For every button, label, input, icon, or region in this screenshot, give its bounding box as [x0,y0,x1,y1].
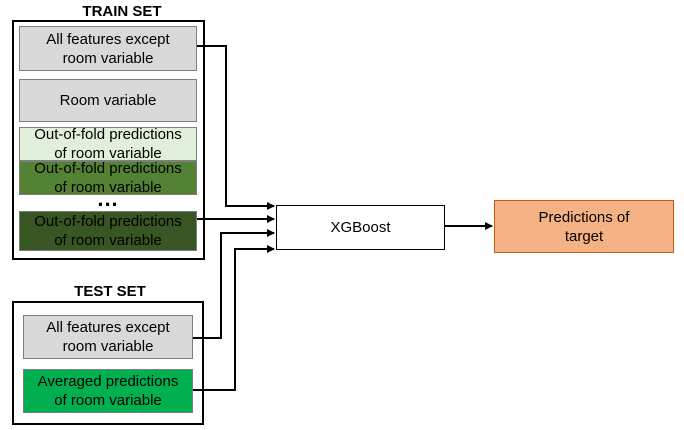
test-set-title: TEST SET [74,283,146,300]
train-features-box: All features except room variable [19,26,197,71]
test-features-box: All features except room variable [23,315,193,359]
predictions-of-target-box: Predictions of target [494,200,674,253]
averaged-predictions-box: Averaged predictions of room variable [23,369,193,413]
xgboost-box: XGBoost [276,205,445,250]
ellipsis: ... [97,186,119,211]
arrow-averaged-to-xgboost [193,245,275,391]
oof-predictions-box-2: Out-of-fold predictions of room variable [19,160,197,196]
arrow-train-features-to-xgboost [197,45,275,210]
oof-predictions-box-3: Out-of-fold predictions of room variable [19,211,197,251]
arrow-test-features-to-xgboost [193,229,275,339]
train-set-title: TRAIN SET [82,3,162,20]
oof-predictions-box-1: Out-of-fold predictions of room variable [19,126,197,162]
train-room-variable-box: Room variable [19,79,197,122]
